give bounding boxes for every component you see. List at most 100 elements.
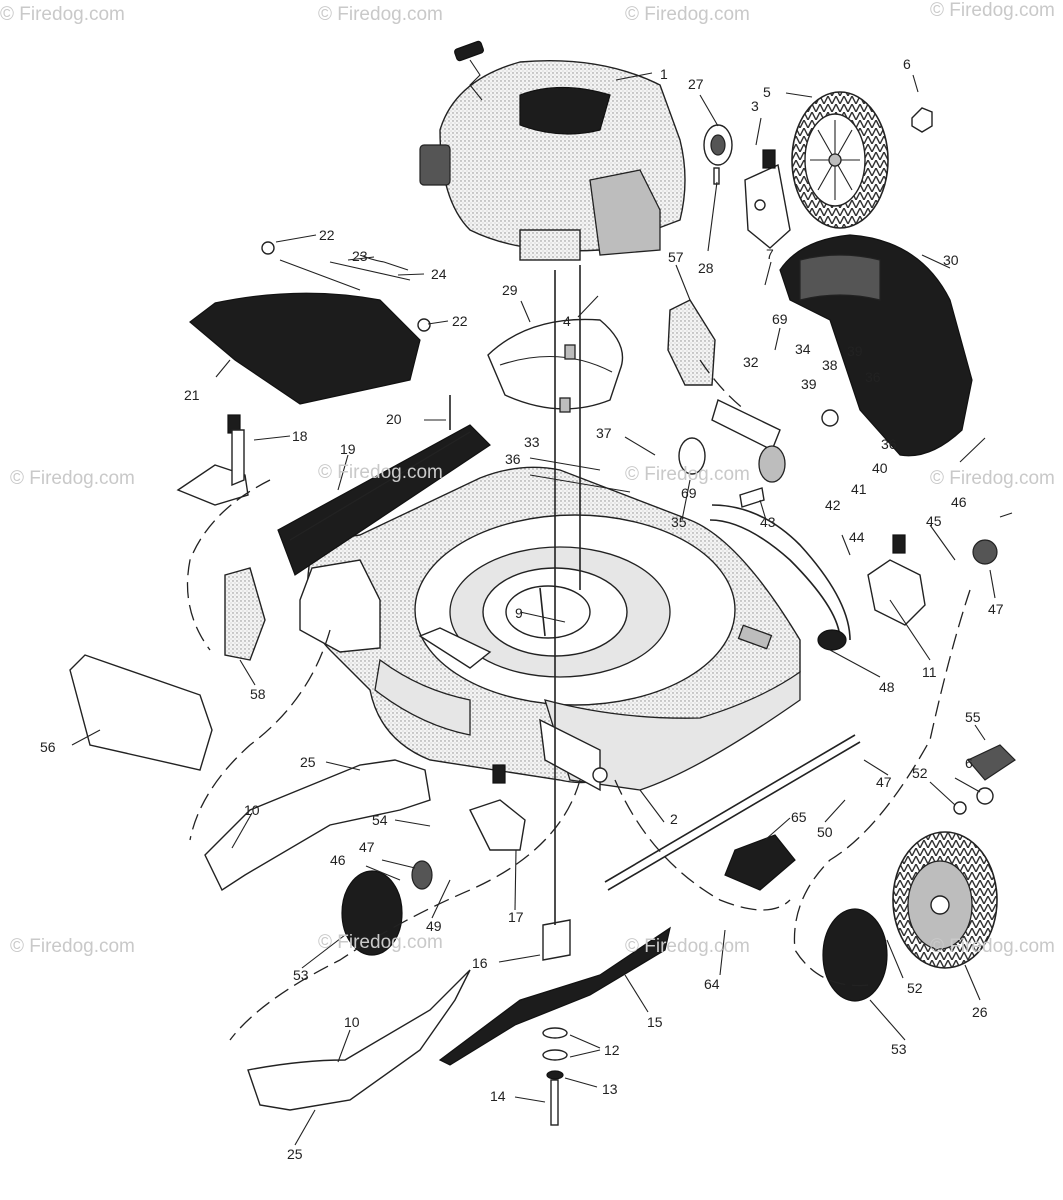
baffle-25-lower (247, 969, 471, 1111)
callout: 38 (822, 357, 838, 373)
callout: 45 (926, 513, 942, 529)
callout: 41 (851, 481, 867, 497)
callout: 52 (907, 980, 923, 996)
callout: 44 (849, 529, 865, 545)
callout: 56 (40, 739, 56, 755)
callout: 36 (881, 436, 897, 452)
drive-belt (709, 504, 851, 651)
watermark: © Firedog.com (930, 936, 1055, 957)
washer-52a (953, 801, 967, 815)
callout: 15 (647, 1014, 663, 1030)
pulley-27 (703, 124, 733, 185)
watermark: © Firedog.com (625, 936, 750, 957)
callout: 24 (431, 266, 447, 282)
callout: 43 (760, 514, 776, 530)
callout: 37 (596, 425, 612, 441)
callout: 25 (300, 754, 316, 770)
callout: 14 (490, 1088, 506, 1104)
callout: 29 (502, 282, 518, 298)
bracket-65 (724, 834, 796, 891)
watermark: © Firedog.com (318, 462, 443, 483)
callout: 32 (743, 354, 759, 370)
watermark: © Firedog.com (625, 4, 750, 25)
watermark: © Firedog.com (318, 4, 443, 25)
callout: 53 (891, 1041, 907, 1057)
callout: 42 (825, 497, 841, 513)
callout: 64 (704, 976, 720, 992)
callout: 54 (372, 812, 388, 828)
callout: 33 (524, 434, 540, 450)
callout: 46 (951, 494, 967, 510)
callout: 13 (602, 1081, 618, 1097)
callout: 34 (795, 341, 811, 357)
height-adjuster-left (176, 414, 266, 661)
callout: 1 (660, 66, 668, 82)
assembly-paths (186, 265, 971, 1041)
callout: 55 (965, 709, 981, 725)
callout: 10 (244, 802, 260, 818)
baffle-25-upper (204, 759, 431, 892)
callout: 23 (352, 248, 368, 264)
callout: 47 (359, 839, 375, 855)
engine (419, 40, 686, 261)
callout: 36 (865, 369, 881, 385)
callout: 69 (681, 485, 697, 501)
callout: 36 (505, 451, 521, 467)
callout: 40 (872, 460, 888, 476)
callout: 65 (791, 809, 807, 825)
callout: 7 (766, 246, 774, 262)
watermark: © Firedog.com (10, 468, 135, 489)
callout: 28 (698, 260, 714, 276)
callout: 25 (287, 1146, 303, 1162)
callout: 19 (340, 441, 356, 457)
transmission-11 (867, 534, 998, 626)
watermark: © Firedog.com (318, 932, 443, 953)
callout: 12 (604, 1042, 620, 1058)
callout: 22 (452, 313, 468, 329)
nut-6b (976, 787, 994, 805)
hubcap-55 (967, 744, 1016, 781)
callout: 27 (688, 76, 704, 92)
leader-lines (71, 72, 1013, 1146)
callout: 11 (922, 664, 937, 680)
callout: 39 (801, 376, 817, 392)
rear-cover-30 (779, 234, 973, 457)
callout: 4 (563, 313, 571, 329)
callout: 57 (668, 249, 684, 265)
callout: 69 (772, 311, 788, 327)
watermark: © Firedog.com (930, 468, 1055, 489)
hex-nut-6a (911, 107, 933, 133)
wheel-cover-53-left (341, 870, 403, 956)
callout: 6 (903, 56, 911, 72)
blade-assembly (438, 919, 671, 1126)
watermark: © Firedog.com (0, 4, 125, 25)
rear-wheel-top (791, 91, 889, 229)
callout: 16 (472, 955, 488, 971)
watermark: © Firedog.com (625, 464, 750, 485)
wheel-cover-53-right (822, 908, 888, 1002)
callout: 52 (912, 765, 928, 781)
callout: 21 (184, 387, 200, 403)
callout: 9 (515, 605, 523, 621)
callout: 17 (508, 909, 524, 925)
callout: 20 (386, 411, 402, 427)
axle-2 (604, 734, 861, 891)
watermark: © Firedog.com (930, 0, 1055, 21)
callout: 48 (879, 679, 895, 695)
callout: 50 (817, 824, 833, 840)
front-wheel-26 (892, 831, 998, 969)
callout: 35 (671, 514, 687, 530)
callout: 18 (292, 428, 308, 444)
callout: 10 (344, 1014, 360, 1030)
watermark: © Firedog.com (10, 936, 135, 957)
callout: 30 (943, 252, 959, 268)
skirt-56 (69, 654, 213, 771)
front-height-adjuster (411, 764, 526, 890)
callout: 39 (847, 343, 863, 359)
rear-deflector-21 (189, 241, 431, 405)
callout: 26 (972, 1004, 988, 1020)
callout: 2 (670, 811, 678, 827)
callout: 47 (876, 774, 892, 790)
callout: 6 (965, 755, 973, 771)
